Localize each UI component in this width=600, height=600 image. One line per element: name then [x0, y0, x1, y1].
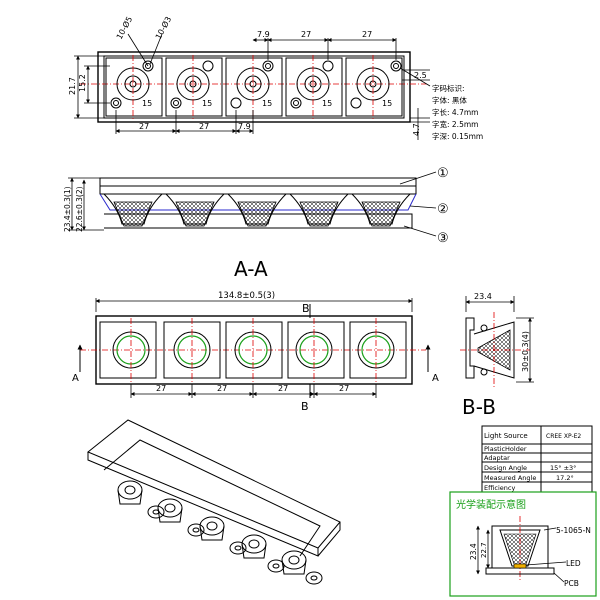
top-cell-4: 15 [285, 55, 343, 120]
mount-hole [230, 97, 242, 109]
section-aa-label: A-A [234, 257, 268, 281]
font-note-line: 字体: 黑体 [432, 95, 467, 105]
spec-label-efficiency: Efficiency [484, 484, 515, 492]
front-cell-1 [99, 318, 157, 382]
spec-label-plastic-holder: PlasticHolder [484, 445, 527, 453]
top-cell-2: 15 [165, 55, 223, 120]
front-cell-3 [225, 318, 283, 382]
lens-mark: 15 [262, 99, 272, 108]
mount-hole [142, 60, 154, 72]
mount-hole [390, 60, 402, 72]
assembly-part-number: 5-1065-N [556, 526, 591, 535]
assembly-pcb-label: PCB [564, 579, 579, 588]
dim-bottom-7-9: 7.9 [238, 122, 251, 131]
font-note-line: 字深: 0.15mm [432, 131, 483, 141]
pitch-label: 27 [156, 384, 166, 393]
top-cell-5: 15 [345, 55, 403, 120]
dim-aa-23-4: 23.4±0.3(1) [63, 186, 72, 232]
mount-hole [322, 60, 334, 72]
pitch-label: 27 [339, 384, 349, 393]
dim-bottom-27b: 27 [199, 122, 209, 131]
top-view-inner [103, 55, 405, 119]
iso-lens-2 [157, 498, 205, 537]
spec-label-measured-angle: Measured Angle [484, 474, 536, 482]
lens-mark: 15 [202, 99, 212, 108]
callout-3: ③ [437, 231, 449, 246]
dim-bottom-27a: 27 [139, 122, 149, 131]
spec-value-measured-angle: 17.2° [556, 474, 574, 482]
lens-mark: 15 [382, 99, 392, 108]
spec-value-design-angle: 15° ±3° [550, 464, 576, 472]
top-view: 15 15 15 15 [68, 15, 431, 140]
assembly-led-label: LED [566, 559, 581, 568]
section-aa-cone-4 [289, 193, 349, 227]
assembly-title: 光学装配示意图 [456, 498, 526, 511]
top-view-outline [97, 51, 411, 123]
font-note-line: 字宽: 2.5mm [432, 119, 478, 129]
callout-2: ② [437, 202, 449, 217]
iso-frame-top [87, 419, 341, 549]
dim-left-21-7: 21.7 [68, 77, 77, 95]
mount-hole [202, 60, 214, 72]
dim-assembly-22-7: 22.7 [480, 542, 488, 558]
dim-right-2-5: 2.5 [414, 71, 427, 80]
top-cell-3: 15 [225, 55, 283, 120]
mount-hole [262, 60, 274, 72]
spec-label-design-angle: Design Angle [484, 464, 527, 472]
font-notes: 字码标识: 字体: 黑体 字长: 4.7mm 字宽: 2.5mm 字深: 0.1… [432, 83, 483, 141]
spec-label-light-source: Light Source [484, 432, 528, 440]
dim-top-27b: 27 [362, 30, 372, 39]
section-aa-cone-5 [351, 193, 411, 227]
pitch-label: 27 [217, 384, 227, 393]
dim-left-15-2: 15.2 [78, 74, 87, 92]
spec-label-adaptar: Adaptar [484, 454, 510, 462]
section-bb: 23.4 30±0.3(4) B-B [460, 292, 534, 419]
hole-callout-5: 10-Ø5 [114, 15, 134, 41]
iso-lens-3 [199, 516, 247, 555]
front-cell-5 [349, 318, 407, 382]
spec-table: Light Source CREE XP-E2 PlasticHolder Ad… [481, 425, 593, 493]
callout-1: ① [437, 166, 449, 181]
mount-hole [170, 97, 182, 109]
assembly-diagram: 光学装配示意图 23.4 22.7 5-1065-N LED PCB [449, 491, 597, 597]
isometric-view [87, 419, 341, 585]
iso-lens-4 [241, 534, 285, 573]
dim-bb-30: 30±0.3(4) [521, 331, 530, 372]
led-chip [513, 563, 527, 569]
top-cell-1: 15 [105, 55, 163, 120]
section-bb-label: B-B [462, 395, 496, 419]
section-mark-b-top: B [302, 302, 310, 315]
lens-mark: 15 [322, 99, 332, 108]
dim-top-27a: 27 [301, 30, 311, 39]
iso-lens-5 [281, 550, 323, 585]
assembly-frame [449, 491, 597, 597]
mount-hole [290, 97, 302, 109]
dim-aa-22-6: 22.6±0.3(2) [75, 186, 84, 232]
front-cell-4 [287, 318, 345, 382]
iso-lens-1 [117, 480, 165, 519]
lens-mark: 15 [142, 99, 152, 108]
front-view: 134.8±0.5(3) [72, 291, 439, 413]
arrow-a-left: A [72, 373, 79, 384]
spec-value-light-source: CREE XP-E2 [546, 433, 581, 440]
front-cell-2 [163, 318, 221, 382]
section-mark-b-bottom: B [301, 400, 309, 413]
hole-callout-3: 10-Ø3 [153, 15, 173, 41]
section-aa-cone-1 [103, 193, 163, 227]
mount-hole [350, 97, 362, 109]
mount-hole [110, 97, 122, 109]
dim-assembly-23-4: 23.4 [469, 543, 478, 560]
arrow-a-right: A [432, 373, 439, 384]
section-aa: 23.4±0.3(1) 22.6±0.3(2) ① ② ③ A-A [63, 166, 449, 281]
dim-bb-23-4: 23.4 [474, 292, 492, 301]
section-aa-cone-3 [227, 193, 287, 227]
font-notes-title: 字码标识: [432, 83, 465, 93]
section-aa-cone-2 [165, 193, 225, 227]
dim-overall-length: 134.8±0.5(3) [218, 291, 275, 301]
pitch-label: 27 [278, 384, 288, 393]
dim-top-7-9: 7.9 [257, 30, 270, 39]
dim-right-4-7: 4.7 [412, 123, 421, 136]
font-note-line: 字长: 4.7mm [432, 107, 478, 117]
